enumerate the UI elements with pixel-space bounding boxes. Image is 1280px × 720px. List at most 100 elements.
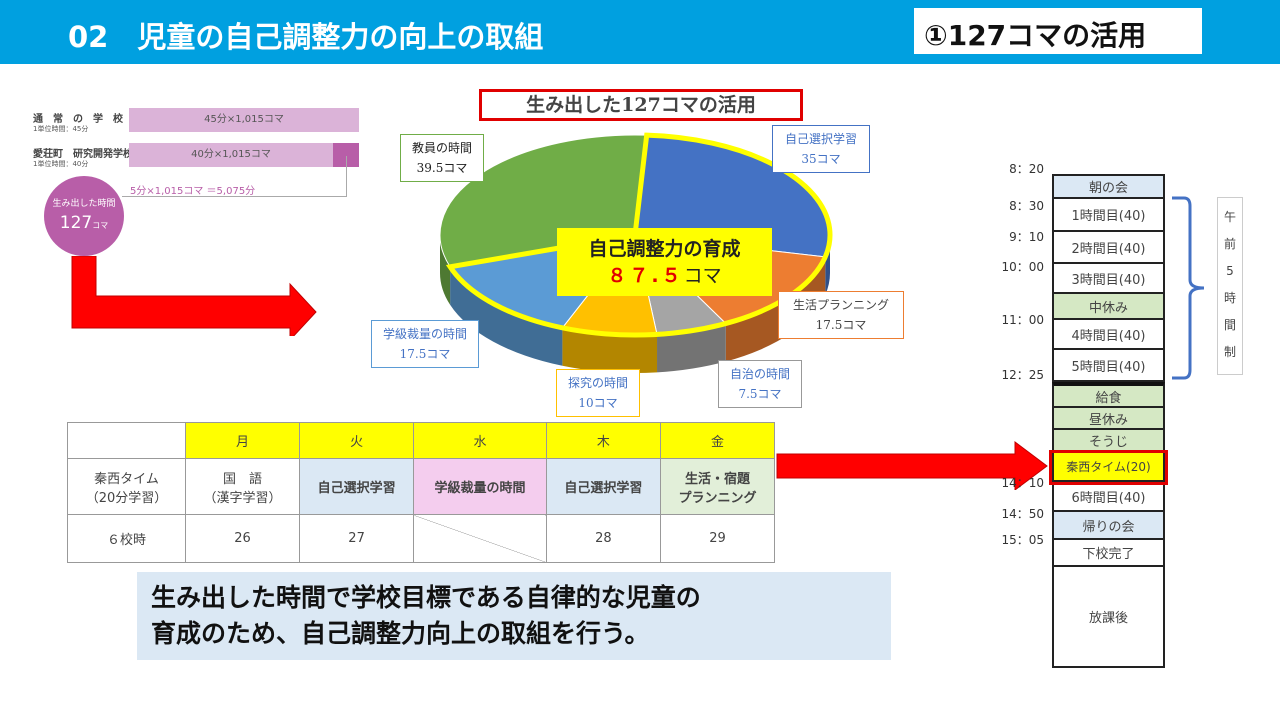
slice-value: 17.5コマ — [399, 347, 451, 361]
message-line: 育成のため、自己調整力向上の取組を行う。 — [151, 619, 650, 648]
generated-label: 生み出した時間 — [52, 199, 116, 209]
timetable-row: 帰りの会 — [1052, 512, 1165, 540]
timetable-row: 秦西タイム(20) — [1049, 450, 1168, 485]
cell: 29 — [659, 514, 776, 563]
timetable-row: 下校完了 — [1052, 540, 1165, 567]
normal-school-unit: 1単位時間：45分 — [33, 125, 89, 133]
difference-text: 5分×1,015コマ ＝5,075分 — [130, 186, 256, 197]
slide-subtitle: ①127コマの活用 — [914, 8, 1202, 54]
bracket-icon — [1172, 196, 1205, 380]
time-label: 14：10 — [1001, 476, 1044, 490]
cell: 27 — [299, 514, 415, 563]
morning-periods-label: 午前 5 時間制 — [1217, 197, 1243, 375]
cell: 生活・宿題プランニング — [659, 458, 776, 515]
cell: 学級裁量の時間 — [413, 458, 547, 515]
time-label: 11：00 — [1001, 313, 1044, 327]
row-label-line: （20分学習） — [85, 490, 168, 506]
connector-line — [122, 196, 347, 197]
timetable-row: 5時間目(40) — [1052, 350, 1165, 382]
cell-line: 国 語 — [223, 471, 263, 487]
row-label: 秦西タイム （20分学習） — [67, 458, 186, 515]
pie-slice-side — [657, 323, 726, 373]
pie-slice-side — [725, 256, 826, 362]
weekly-table: 月 火 水 木 金 秦西タイム （20分学習） 国 語 （漢字学習） 自己選択学習 … — [67, 422, 776, 563]
cell-line: 生活・宿題 — [684, 471, 750, 487]
slice-value: 35コマ — [801, 152, 841, 166]
timetable-row: 6時間目(40) — [1052, 482, 1165, 512]
slice-label: 自己選択学習 — [784, 132, 857, 146]
chart-title: 生み出した127コマの活用 — [479, 89, 803, 121]
red-arrow-right — [776, 441, 1048, 490]
slice-value: 10コマ — [578, 396, 618, 410]
message-box: 生み出した時間で学校目標である自律的な児童の 育成のため、自己調整力向上の取組を… — [137, 572, 891, 660]
vertical-char: 前 — [1223, 237, 1236, 251]
timetable-row: 朝の会 — [1052, 176, 1165, 199]
slice-value: 17.5コマ — [815, 318, 867, 332]
slice-label: 探究の時間 — [567, 376, 628, 390]
empty-header — [67, 422, 186, 459]
pie-slice-side — [450, 266, 563, 366]
vertical-char: 5 — [1226, 264, 1234, 278]
research-school-label: 愛荘町 研究開発学校 — [33, 149, 133, 160]
generated-time-circle: 生み出した時間 127コマ — [44, 176, 124, 256]
callout-self-governance: 自治の時間 7.5コマ — [718, 360, 802, 408]
day-header: 水 — [413, 422, 547, 459]
callout-life-planning: 生活プランニング 17.5コマ — [778, 291, 904, 339]
time-label: 14：50 — [1001, 507, 1044, 521]
callout-self-selection: 自己選択学習 35コマ — [772, 125, 870, 173]
normal-school-label: 通 常 の 学 校 — [33, 114, 123, 125]
timetable-row: 給食 — [1052, 382, 1165, 408]
highlight-unit: コマ — [683, 265, 722, 287]
generated-unit: コマ — [92, 221, 109, 230]
highlight-value: ８７.５ — [607, 265, 684, 287]
time-label: 8：20 — [1009, 162, 1044, 176]
row-label-line: 秦西タイム — [94, 471, 159, 487]
slice-label: 生活プランニング — [792, 298, 889, 312]
timetable-row: 3時間目(40) — [1052, 264, 1165, 294]
vertical-char: 間 — [1223, 318, 1236, 332]
callout-inquiry: 探究の時間 10コマ — [556, 369, 640, 417]
slice-label: 自治の時間 — [729, 367, 790, 381]
timetable-row: 中休み — [1052, 294, 1165, 320]
timetable-row: 2時間目(40) — [1052, 232, 1165, 264]
research-school-unit: 1単位時間：40分 — [33, 160, 89, 168]
timetable-row: そうじ — [1052, 430, 1165, 453]
table-header-row: 月 火 水 木 金 — [67, 422, 776, 459]
time-label: 9：10 — [1009, 230, 1044, 244]
cell: 国 語 （漢字学習） — [184, 458, 301, 515]
slide-title: 02 児童の自己調整力の向上の取組 — [68, 20, 544, 54]
day-header: 火 — [299, 422, 415, 459]
cell: 28 — [545, 514, 661, 563]
slice-label: 教員の時間 — [411, 141, 472, 155]
timetable-row: 放課後 — [1052, 567, 1165, 668]
highlight-box: 自己調整力の育成 ８７.５コマ — [557, 228, 772, 296]
normal-school-bar: 45分×1,015コマ — [129, 108, 359, 132]
connector-line — [346, 156, 347, 197]
day-header: 金 — [659, 422, 776, 459]
vertical-char: 午 — [1223, 210, 1236, 224]
red-arrow — [71, 256, 317, 336]
generated-value: 127 — [59, 213, 93, 233]
time-label: 15：05 — [1001, 533, 1044, 547]
vertical-char: 制 — [1223, 345, 1236, 359]
cell-line: プランニング — [678, 490, 757, 506]
research-school-bar: 40分×1,015コマ — [129, 143, 333, 167]
cell: 自己選択学習 — [299, 458, 415, 515]
pie-slice-side — [562, 327, 658, 373]
time-label: 12：25 — [1001, 368, 1044, 382]
message-line: 生み出した時間で学校目標である自律的な児童の — [151, 583, 701, 612]
cell: 自己選択学習 — [545, 458, 661, 515]
cell-empty-slashed — [413, 514, 547, 563]
day-header: 木 — [545, 422, 661, 459]
timetable-row: 昼休み — [1052, 408, 1165, 430]
cell-line: （漢字学習） — [203, 490, 282, 506]
vertical-char: 時 — [1223, 291, 1236, 305]
table-row: 秦西タイム （20分学習） 国 語 （漢字学習） 自己選択学習 学級裁量の時間 自己… — [67, 458, 776, 515]
slice-value: 7.5コマ — [738, 387, 782, 401]
slice-value: 39.5コマ — [416, 161, 468, 175]
time-label: 10：00 — [1001, 260, 1044, 274]
table-row: ６校時 26 27 28 29 — [67, 514, 776, 563]
highlight-label: 自己調整力の育成 — [588, 238, 741, 260]
